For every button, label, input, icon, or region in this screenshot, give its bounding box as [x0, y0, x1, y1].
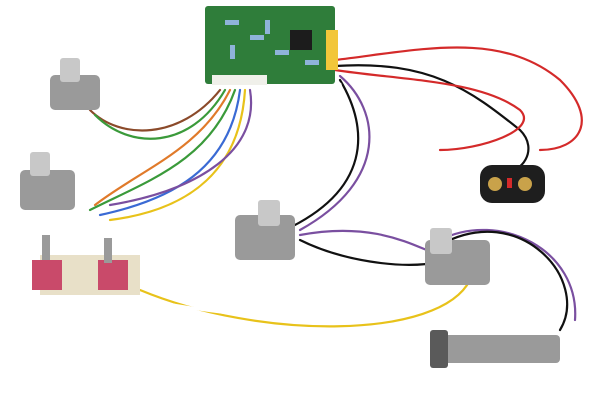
preamp-circuit-board [205, 6, 338, 85]
wires [88, 46, 583, 332]
output-jack [430, 330, 560, 368]
battery-snap-connector [480, 165, 545, 203]
potentiometers [20, 58, 490, 285]
toggle-switches [32, 235, 140, 295]
potentiometer-top-left [50, 58, 100, 110]
potentiometer-right [425, 228, 490, 285]
potentiometer-center [235, 200, 295, 260]
potentiometer-mid-left [20, 152, 75, 210]
